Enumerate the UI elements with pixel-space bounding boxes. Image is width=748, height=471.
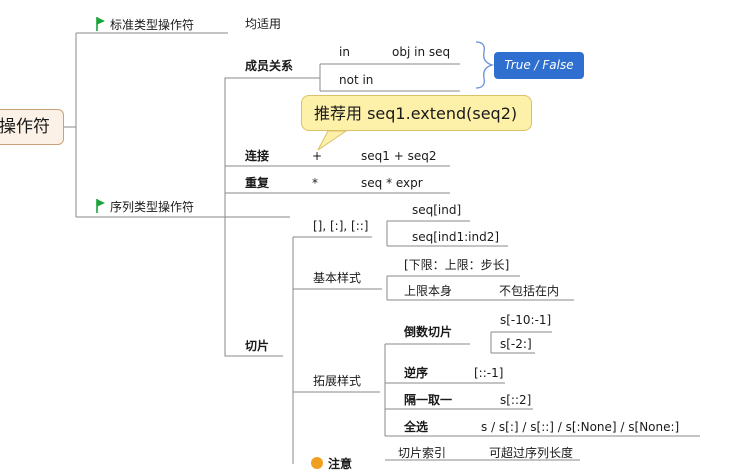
in-operator[interactable]: in [339, 45, 350, 59]
branch-standard[interactable]: 标准类型操作符 [96, 17, 194, 32]
not-in-operator[interactable]: not in [339, 73, 374, 87]
repeat-expression[interactable]: seq * expr [361, 176, 423, 190]
branch-standard-label: 标准类型操作符 [110, 18, 195, 32]
extended-style-label[interactable]: 拓展样式 [313, 374, 362, 388]
caution-label[interactable]: 注意 [328, 457, 353, 471]
reverse-index-label[interactable]: 倒数切片 [404, 325, 453, 339]
concat-operator: + [312, 149, 323, 163]
slice-index-note-label[interactable]: 切片索引 [398, 446, 447, 460]
concat-expression[interactable]: seq1 + seq2 [361, 149, 437, 163]
basic-style-label[interactable]: 基本样式 [313, 271, 362, 285]
select-all-expression[interactable]: s / s[:] / s[::] / s[:None] / s[None:] [481, 420, 680, 434]
every-other-expression[interactable]: s[::2] [500, 393, 532, 407]
upper-bound-note: 不包括在内 [499, 284, 560, 298]
branch-sequence[interactable]: 序列类型操作符 [96, 199, 194, 214]
slice-label[interactable]: 切片 [245, 339, 270, 353]
upper-bound-label[interactable]: 上限本身 [404, 284, 453, 298]
result-badge[interactable]: True / False [494, 52, 584, 79]
every-other-label[interactable]: 隔一取一 [404, 393, 453, 407]
in-expression[interactable]: obj in seq [392, 45, 451, 59]
standard-note: 均适用 [245, 17, 282, 31]
flag-icon [96, 17, 105, 31]
repeat-operator: * [312, 176, 318, 190]
root-label: 操作符 [0, 117, 50, 137]
callout-text: 推荐用 seq1.extend(seq2) [314, 104, 518, 123]
callout-note[interactable]: 推荐用 seq1.extend(seq2) [301, 95, 532, 131]
reverse-index-example-2[interactable]: s[-2:] [500, 337, 532, 351]
repeat-label[interactable]: 重复 [245, 176, 270, 190]
slice-index[interactable]: seq[ind] [412, 203, 462, 217]
reverse-label[interactable]: 逆序 [404, 366, 429, 380]
reverse-index-example-1[interactable]: s[-10:-1] [500, 313, 552, 327]
reverse-expression[interactable]: [::-1] [474, 366, 504, 380]
slice-brackets[interactable]: [], [:], [::] [313, 219, 369, 233]
flag-icon [96, 199, 105, 213]
select-all-label[interactable]: 全选 [404, 420, 429, 434]
basic-pattern[interactable]: [下限：上限：步长] [404, 258, 510, 272]
membership-label[interactable]: 成员关系 [245, 59, 294, 73]
concat-label[interactable]: 连接 [245, 149, 270, 163]
branch-sequence-label: 序列类型操作符 [110, 200, 195, 214]
slice-index-range[interactable]: seq[ind1:ind2] [412, 230, 500, 244]
slice-index-note: 可超过序列长度 [489, 446, 574, 460]
root-node[interactable]: 操作符 [0, 109, 64, 145]
warning-icon [311, 457, 323, 469]
